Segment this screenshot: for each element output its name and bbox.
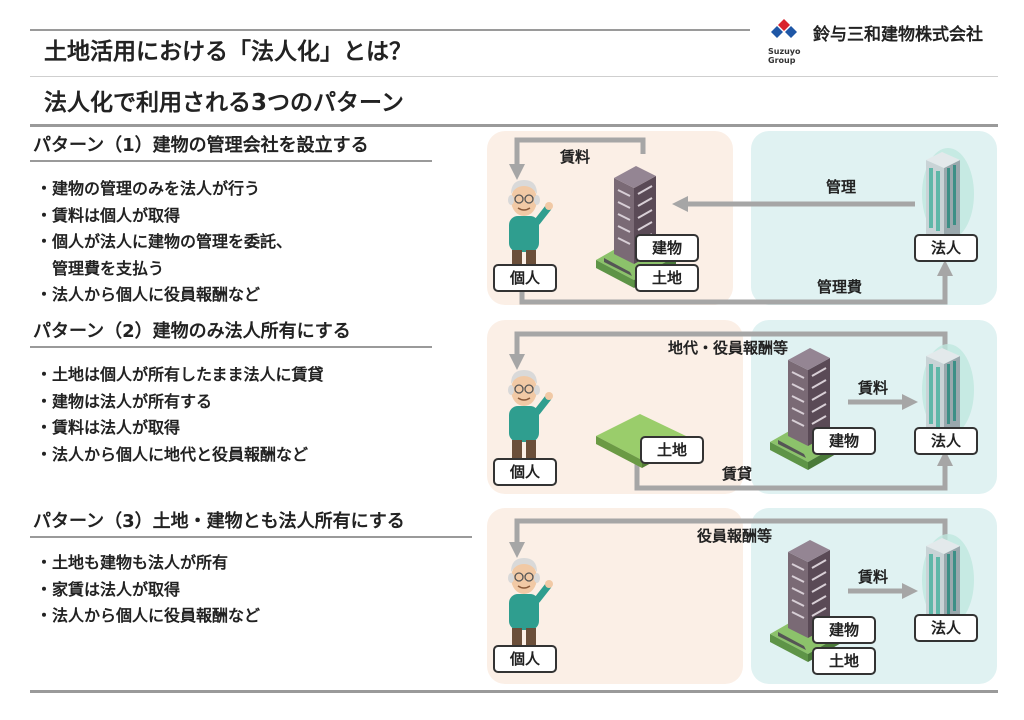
pattern-3-heading: パターン（3）土地・建物とも法人所有にする <box>33 511 405 532</box>
list-item: ・法人から個人に役員報酬など <box>36 606 261 625</box>
list-item: ・家賃は法人が取得 <box>36 579 181 599</box>
office-building-icon <box>922 148 974 242</box>
p2-corp-label: 法人 <box>914 427 978 455</box>
p1-rent-label: 賃料 <box>560 148 591 166</box>
p2-lease-label: 賃貸 <box>722 465 753 483</box>
p3-corp-label: 法人 <box>914 614 978 642</box>
elderly-man-icon <box>508 180 553 275</box>
subtitle-rule <box>30 124 998 127</box>
list-item: ・法人から個人に地代と役員報酬など <box>36 444 309 464</box>
list-item: ・建物は法人が所有する <box>36 391 213 411</box>
top-rule <box>30 29 750 31</box>
list-item: ・法人から個人に役員報酬など <box>36 285 261 304</box>
p3-rent-label: 賃料 <box>858 568 889 586</box>
pattern-1-bullets: ・建物の管理のみを法人が行う ・賃料は個人が取得 ・個人が法人に建物の管理を委託… <box>36 176 292 309</box>
pattern-2-underline <box>30 346 432 348</box>
p1-manage-label: 管理 <box>826 178 857 196</box>
elderly-man-icon <box>508 370 553 465</box>
p3-building-label: 建物 <box>812 616 876 644</box>
p1-person-label: 個人 <box>493 264 557 292</box>
suzuyo-logo-icon <box>771 19 797 38</box>
pattern-2-heading: パターン（2）建物のみ法人所有にする <box>33 321 351 342</box>
p2-land-label: 土地 <box>640 436 704 464</box>
p1-rent-arrow <box>508 137 646 181</box>
page-title: 土地活用における「法人化」とは？ <box>44 39 412 65</box>
pattern-2-bullets: ・土地は個人が所有したまま法人に賃貸 ・建物は法人が所有する ・賃料は法人が取得… <box>36 362 324 468</box>
list-item: ・賃料は個人が取得 <box>36 205 181 225</box>
p2-top-label: 地代・役員報酬等 <box>668 339 789 357</box>
list-item: ・土地は個人が所有したまま法人に賃貸 <box>36 365 324 384</box>
logo-line-1: Suzuyo <box>768 47 801 56</box>
pattern-1-heading: パターン（1）建物の管理会社を設立する <box>33 135 369 156</box>
page-subtitle: 法人化で利用される3つのパターン <box>44 90 404 116</box>
list-item: ・賃料は法人が取得 <box>36 418 181 437</box>
pattern-3-bullets: ・土地も建物も法人が所有 ・家賃は法人が取得 ・法人から個人に役員報酬など <box>36 550 260 630</box>
p1-fee-label: 管理費 <box>817 278 863 296</box>
logo-caption: Suzuyo Group <box>768 47 801 65</box>
list-item: ・土地も建物も法人が所有 <box>36 553 229 572</box>
elderly-man-icon <box>508 558 553 653</box>
pattern-3-underline <box>30 536 472 538</box>
bottom-rule <box>30 690 998 693</box>
pattern-1-underline <box>30 160 432 162</box>
p2-building-label: 建物 <box>812 427 876 455</box>
p1-building-label: 建物 <box>635 234 699 262</box>
p3-person-label: 個人 <box>493 645 557 673</box>
p2-rent-label: 賃料 <box>858 379 889 397</box>
logo-line-2: Group <box>768 56 796 65</box>
p3-top-arrow <box>508 518 948 559</box>
p2-person-label: 個人 <box>493 458 557 486</box>
p1-fee-arrow <box>519 259 954 305</box>
p1-corp-label: 法人 <box>914 234 978 262</box>
p2-top-arrow <box>508 331 948 371</box>
company-name: 鈴与三和建物株式会社 <box>813 25 983 45</box>
office-building-icon <box>922 344 974 438</box>
p1-land-label: 土地 <box>635 264 699 292</box>
list-item: 管理費を支払う <box>36 258 165 278</box>
title-divider <box>30 76 998 77</box>
p3-land-label: 土地 <box>812 647 876 675</box>
p2-lease-arrow <box>634 449 954 491</box>
list-item: ・建物の管理のみを法人が行う <box>36 179 261 198</box>
p3-top-label: 役員報酬等 <box>697 527 773 545</box>
list-item: ・個人が法人に建物の管理を委託、 <box>36 232 293 251</box>
